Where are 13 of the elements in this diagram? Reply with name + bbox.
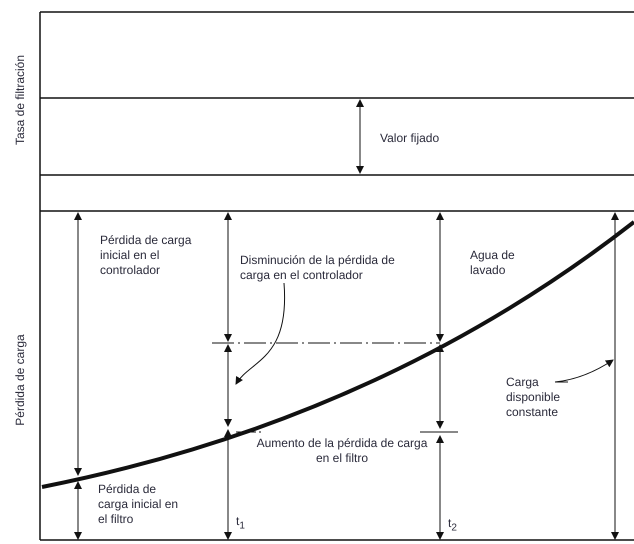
leader-line <box>554 359 614 382</box>
annotation-text: Carga disponible constante <box>506 375 578 420</box>
annotation-text: Aumento de la pérdida de carga en el filtro <box>256 436 428 466</box>
annotation-text: Pérdida de carga inicial en el filtro <box>98 482 180 527</box>
annotation-text: Pérdida de carga inicial en el controlador <box>100 233 192 278</box>
annotation-text: Disminución de la pérdida de carga en el controlador <box>240 253 415 283</box>
axis-title: Pérdida de carga <box>13 334 27 426</box>
annotation-text: Agua de lavado <box>470 248 516 278</box>
time-label: t$_{2}$ <box>448 516 458 536</box>
leader-line <box>235 282 286 385</box>
time-label: t$_{1}$ <box>236 514 246 534</box>
axis-title: Tasa de filtración <box>13 54 27 146</box>
annotation-text: Valor fijado <box>380 131 440 146</box>
